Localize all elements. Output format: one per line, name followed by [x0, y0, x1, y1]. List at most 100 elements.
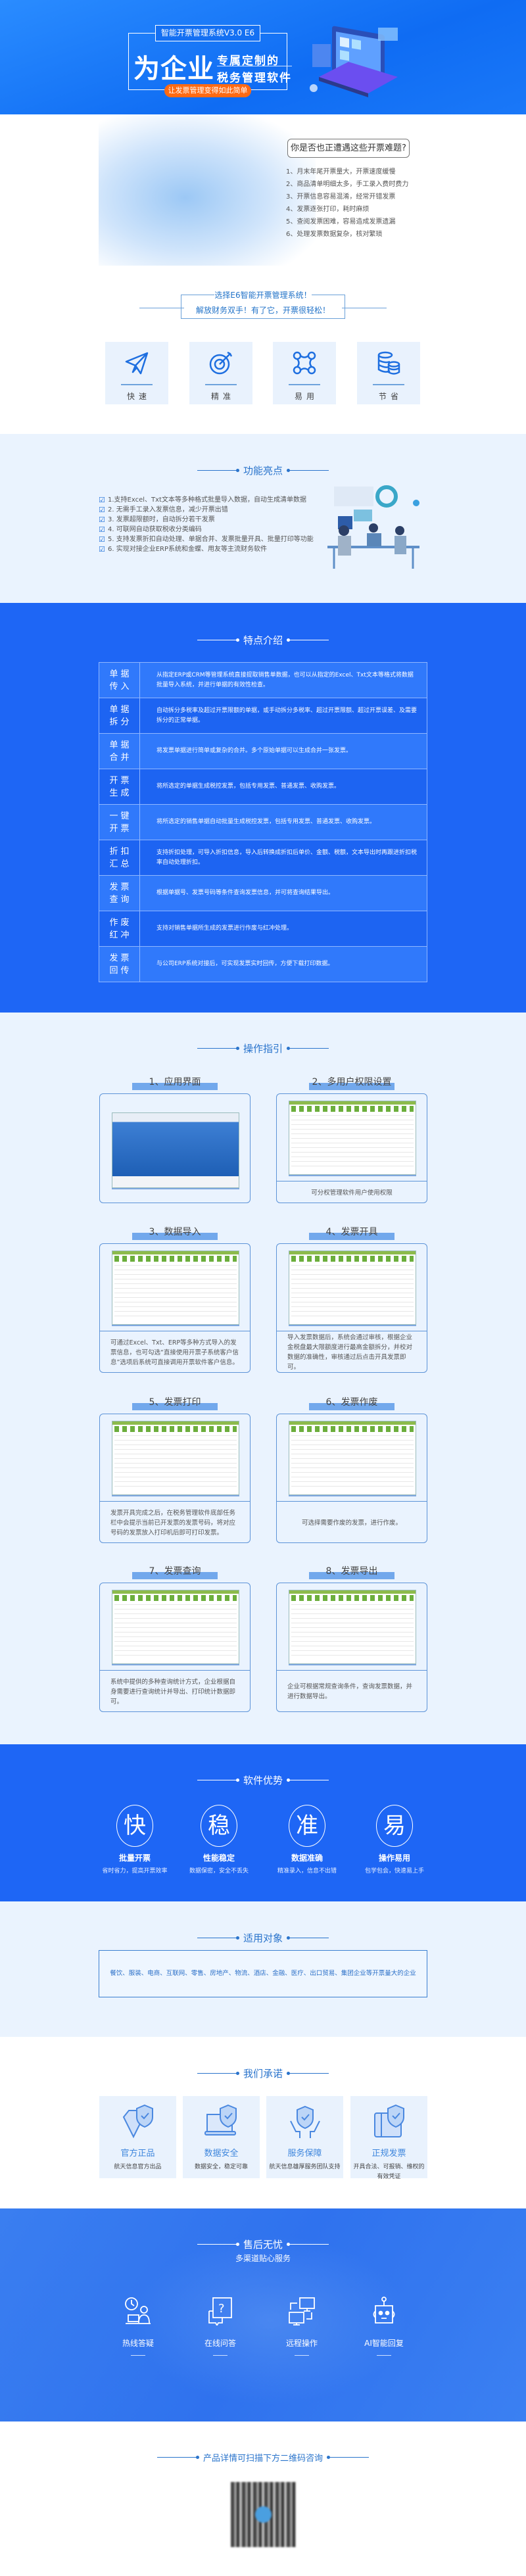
paper-plane-icon	[125, 352, 149, 375]
problems-list: 1、月末年尾开票量大，开票速度缓慢 2、商品清单明细太多，手工录入费时费力 3、…	[286, 166, 408, 241]
step-title: 4、发票开具	[325, 1227, 378, 1237]
highlight-item: ☑1.支持Excel、Txt文本等多种格式批量导入数据，自动生成清单数据	[99, 495, 314, 505]
feature-key-text: 作废红冲	[109, 917, 132, 940]
highlight-item: ☑2. 无需手工录入发票信息，减少开票出错	[99, 505, 314, 515]
problem-item: 2、商品清单明细太多，手工录入费时费力	[286, 181, 409, 188]
feature-key-text: 发票查询	[109, 882, 132, 905]
coins-database-icon	[377, 351, 400, 375]
highlight-item: ☑5. 支持发票折扣自动处理、单据合并、发票批量开具、批量打印等功能	[99, 535, 314, 544]
targets-title: 适用对象	[243, 1932, 283, 1944]
underline	[131, 2355, 145, 2356]
network-nodes-icon	[293, 351, 316, 375]
heading-bar	[132, 1083, 218, 1090]
qr-code[interactable]	[231, 2482, 296, 2547]
checkbox-icon: ☑	[99, 505, 105, 514]
feature-label: 精准	[210, 391, 235, 401]
problem-item: 1、月末年尾开票量大，开票速度缓慢	[286, 168, 396, 176]
promise-card: 官方正品 航天信息官方出品	[99, 2096, 176, 2178]
advantages-section: 软件优势 快批量开票省时省力，提高开票效率 稳性能稳定数据保密，安全不丢失 准数…	[0, 1744, 526, 1901]
section-title: 产品详情可扫描下方二维码咨询	[0, 2451, 526, 2464]
card-underline	[373, 384, 404, 385]
contact-section: 产品详情可扫描下方二维码咨询	[0, 2421, 526, 2576]
step-caption: 系统中提供的多种查询统计方式，企业根据自身需要进行查询统计并导出、打印统计数据即…	[100, 1670, 250, 1711]
step-card: 系统中提供的多种查询统计方式，企业根据自身需要进行查询统计并导出、打印统计数据即…	[99, 1583, 251, 1712]
choose-section: 选择E6智能开票管理系统！ 解放财务双手！有了它，开票很轻松！ 快速 精准 易用…	[0, 290, 526, 434]
promise-card: 正规发票 开具合法、可报销、维权的有效凭证	[350, 2096, 427, 2180]
cta-button[interactable]: 让发票管理变得如此简单	[164, 84, 251, 97]
step-heading: 8、发票导出	[276, 1564, 427, 1581]
heading-bar	[132, 1233, 218, 1240]
feature-desc: 将所选定的销售单据自动批量生成税控发票，包括专用发票、普通发票、收购发票。	[139, 804, 427, 840]
step-card: 导入发票数据后，系统会通过审核，根据企业金税盘最大限额度进行最高金额拆分，并校对…	[276, 1243, 427, 1373]
service-item: ? 在线问答	[187, 2297, 253, 2356]
caption-text: 可通过Excel、Txt、ERP等多种方式导入的发票信息，也可勾选“直接使用开票…	[110, 1339, 239, 1366]
promise-card: 服务保障 航天信息雄厚服务团队支持	[266, 2096, 343, 2178]
guide-step: 4、发票开具导入发票数据后，系统会通过审核，根据企业金税盘最大限额度进行最高金额…	[276, 1225, 427, 1373]
promise-title-text: 服务保障	[287, 2149, 322, 2159]
advantage-desc: 精准录入，信息不出错	[277, 1868, 337, 1874]
feature-desc: 根据单据号、发票号码等条件查询发票信息，并可将查询结果导出。	[139, 875, 427, 911]
feature-key: 单据拆分	[99, 698, 140, 734]
feature-row: 发票查询根据单据号、发票号码等条件查询发票信息，并可将查询结果导出。	[99, 875, 427, 911]
feature-row: 一键开票将所选定的销售单据自动批量生成税控发票，包括专用发票、普通发票、收购发票…	[99, 804, 427, 840]
feature-card-fast: 快速	[105, 342, 168, 404]
promise-desc: 航天信息官方出品	[114, 2164, 162, 2170]
highlight-item: ☑6. 实现对接企业ERP系统和金蝶、用友等主流财务软件	[99, 544, 314, 554]
service-section: 售后无忧 多渠道贴心服务 热线答疑 ? 在线问答 远程操作 AI智能回复	[0, 2208, 526, 2421]
advantages-title: 软件优势	[243, 1775, 283, 1786]
subline-2: 税务管理软件	[217, 66, 292, 85]
feature-key-text: 折扣汇总	[109, 846, 132, 869]
choose-line-1: 选择E6智能开票管理系统！	[214, 290, 312, 300]
feature-desc: 从指定ERP或CRM等管理系统直接提取销售单数据，也可以从指定的Excel、Tx…	[139, 662, 427, 698]
heading-bar	[309, 1403, 394, 1410]
card-underline	[289, 384, 320, 385]
step-card: 可选择需要作废的发票，进行作废。	[276, 1414, 427, 1543]
section-title: 功能亮点	[0, 464, 526, 477]
step-caption: 发票开具完成之后，在税务管理软件底部任务栏中会提示当前已开发票的发票号码，将对应…	[100, 1501, 250, 1542]
promise-title-text: 官方正品	[120, 2149, 155, 2159]
highlight-item: ☑3. 发票超限额时，自动拆分若干发票	[99, 515, 314, 525]
service-label: 热线答疑	[122, 2339, 154, 2348]
highlight-text: 2. 无需手工录入发票信息，减少开票出错	[108, 506, 228, 513]
contact-title: 产品详情可扫描下方二维码咨询	[203, 2454, 323, 2464]
service-item: 热线答疑	[105, 2297, 171, 2356]
promise-card: 数据安全 数据安全，稳定可靠	[183, 2096, 260, 2178]
highlight-text: 1.支持Excel、Txt文本等多种格式批量导入数据，自动生成清单数据	[108, 496, 306, 504]
version-label: 智能开票管理系统V3.0 E6	[155, 25, 260, 41]
software-screenshot	[289, 1251, 416, 1325]
step-caption: 可选择需要作废的发票，进行作废。	[277, 1501, 427, 1542]
targets-text: 餐饮、服装、电商、互联网、零售、房地产、物流、酒店、金融、医疗、出口贸易、集团企…	[99, 1950, 427, 1997]
caption-text: 发票开具完成之后，在税务管理软件底部任务栏中会提示当前已开发票的发票号码，将对应…	[110, 1509, 236, 1537]
guide-step: 7、发票查询系统中提供的多种查询统计方式，企业根据自身需要进行查询统计并导出、打…	[99, 1564, 251, 1712]
hero-banner: 智能开票管理系统V3.0 E6 为企业 专属定制的 税务管理软件 让发票管理变得…	[0, 0, 526, 114]
caption-text: 导入发票数据后，系统会通过审核，根据企业金税盘最大限额度进行最高金额拆分，并校对…	[287, 1334, 413, 1371]
software-screenshot	[112, 1251, 239, 1325]
highlight-text: 6. 实现对接企业ERP系统和金蝶、用友等主流财务软件	[108, 546, 268, 553]
robot-icon	[373, 2297, 395, 2324]
step-caption: 导入发票数据后，系统会通过审核，根据企业金税盘最大限额度进行最高金额拆分，并校对…	[277, 1331, 427, 1372]
checkbox-icon: ☑	[99, 525, 105, 534]
features-title: 特点介绍	[243, 634, 283, 646]
heading-bar	[132, 1403, 218, 1410]
checkbox-icon: ☑	[99, 535, 105, 544]
service-item: AI智能回复	[351, 2297, 417, 2356]
chat-question-icon: ?	[208, 2297, 232, 2327]
section-title: 售后无忧	[0, 2237, 526, 2251]
step-heading: 3、数据导入	[99, 1225, 251, 1242]
feature-label: 快速	[126, 391, 151, 401]
advantage-desc: 包学包会，快速易上手	[364, 1868, 424, 1874]
advantage-item: 准数据准确精准录入，信息不出错	[268, 1805, 347, 1874]
card-underline	[121, 384, 153, 385]
step-title: 8、发票导出	[325, 1566, 378, 1577]
feature-label: 节省	[378, 391, 402, 401]
service-subtitle: 多渠道贴心服务	[235, 2254, 291, 2263]
diamond-shield-icon	[122, 2104, 153, 2139]
advantage-item: 快批量开票省时省力，提高开票效率	[95, 1805, 174, 1874]
problem-item: 6、处理发票数据复杂，核对繁琐	[286, 231, 383, 238]
heading-bar	[309, 1233, 394, 1240]
feature-key: 折扣汇总	[99, 840, 140, 876]
advantage-title: 批量开票	[118, 1853, 151, 1863]
step-card: 可通过Excel、Txt、ERP等多种方式导入的发票信息，也可勾选“直接使用开票…	[99, 1243, 251, 1373]
step-caption: 可分权管理软件用户使用权限	[277, 1181, 427, 1203]
feature-row: 开票生成将所选定的单据生成税控发票，包括专用发票、普通发票、收购发票。	[99, 769, 427, 805]
